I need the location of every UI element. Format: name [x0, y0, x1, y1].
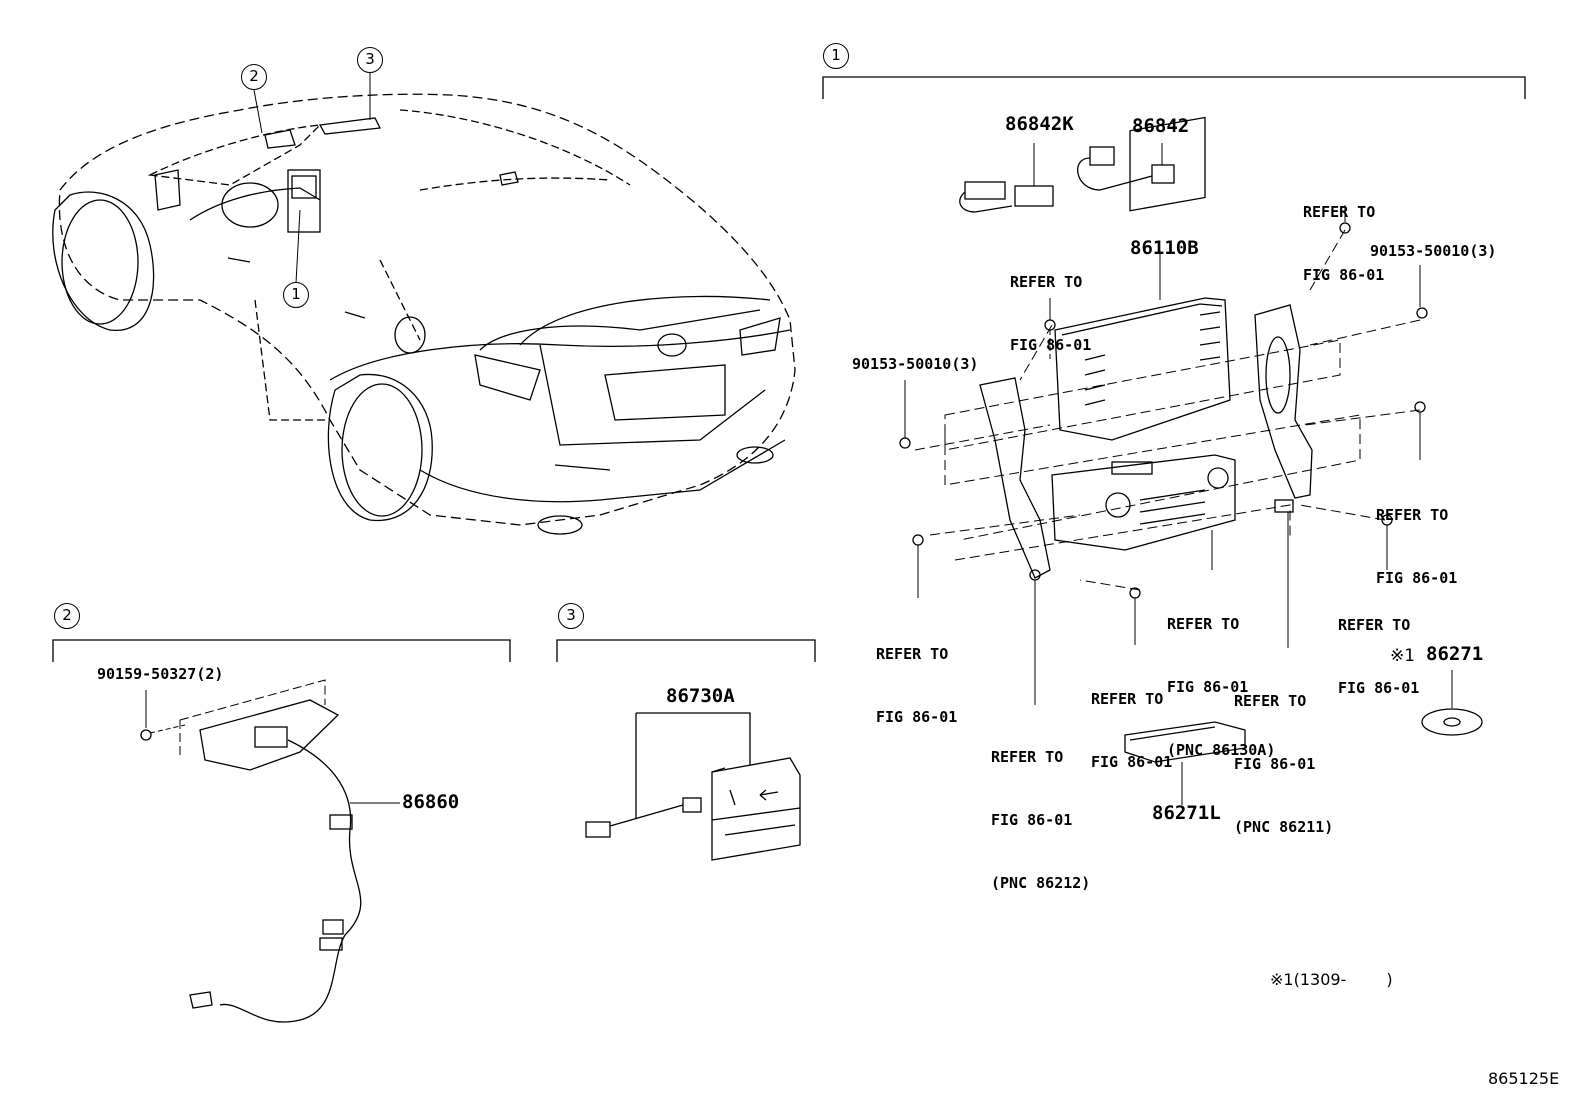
- part-label-90153-right: 90153-50010(3): [1370, 242, 1497, 260]
- footnote-text: (1309-: [1293, 970, 1347, 989]
- harness-86842k: [959, 143, 1054, 213]
- gps-antenna-86860: [140, 679, 400, 1023]
- section-3-bracket: [556, 639, 816, 662]
- refer-line: FIG 86-01: [991, 811, 1073, 829]
- refer-line: REFER TO: [1338, 616, 1411, 634]
- section-1-number: 1: [823, 43, 849, 69]
- refer-label-top-left: REFER TO FIG 86-01: [1010, 230, 1091, 377]
- refer-line: REFER TO: [1376, 506, 1449, 524]
- refer-label-right-low: REFER TO FIG 86-01: [1338, 573, 1419, 720]
- section-2-bracket: [52, 639, 511, 662]
- refer-line: REFER TO: [991, 748, 1064, 766]
- right-bracket: [1254, 304, 1313, 648]
- footnote-close: ): [1386, 970, 1393, 989]
- car-callout-2: 2: [241, 64, 267, 90]
- card-86271l: [1124, 721, 1246, 805]
- refer-label-right-mid: REFER TO FIG 86-01: [1376, 463, 1457, 610]
- refer-line: REFER TO: [1010, 273, 1083, 291]
- car-illustration: [52, 73, 796, 535]
- refer-line: REFER TO: [876, 645, 949, 663]
- part-label-86271: 86271: [1426, 643, 1484, 665]
- refer-line: (PNC 86130A): [1167, 741, 1276, 759]
- refer-label-bottom-mid: REFER TO FIG 86-01: [1091, 647, 1172, 794]
- part-label-90159: 90159-50327(2): [97, 665, 224, 683]
- part-label-86842: 86842: [1132, 115, 1190, 137]
- refer-label-pnc-86211: REFER TO FIG 86-01 (PNC 86211): [1234, 649, 1333, 859]
- part-label-90153-left: 90153-50010(3): [852, 355, 979, 373]
- bolts-section-1: [899, 205, 1428, 645]
- display-unit: [1054, 116, 1231, 441]
- refer-line: (PNC 86212): [991, 874, 1091, 892]
- part-label-86842k: 86842K: [1005, 113, 1074, 135]
- refer-label-left-low: REFER TO FIG 86-01: [876, 602, 957, 749]
- section-2-number: 2: [54, 603, 80, 629]
- car-callout-3: 3: [357, 47, 383, 73]
- section-3-number: 3: [558, 603, 584, 629]
- refer-line: FIG 86-01: [1167, 678, 1249, 696]
- refer-line: FIG 86-01: [1338, 679, 1420, 697]
- footnote: ※1(1309-): [1270, 970, 1393, 989]
- refer-line: FIG 86-01: [1010, 336, 1092, 354]
- footnote-mark: ※1: [1270, 970, 1294, 989]
- refer-line: FIG 86-01: [1303, 266, 1385, 284]
- refer-line: FIG 86-01: [1234, 755, 1316, 773]
- part-label-86271-mark: ※1: [1390, 646, 1416, 666]
- refer-line: (PNC 86211): [1234, 818, 1334, 836]
- part-label-86860: 86860: [402, 791, 460, 813]
- refer-line: FIG 86-01: [1091, 753, 1173, 771]
- part-label-86110b: 86110B: [1130, 237, 1199, 259]
- refer-line: REFER TO: [1167, 615, 1240, 633]
- refer-line: FIG 86-01: [876, 708, 958, 726]
- assembly-guides: [914, 229, 1421, 591]
- refer-line: REFER TO: [1091, 690, 1164, 708]
- part-label-86271l: 86271L: [1152, 802, 1221, 824]
- refer-line: REFER TO: [1234, 692, 1307, 710]
- diagram-id: 865125E: [1488, 1069, 1560, 1088]
- car-callout-1: 1: [283, 282, 309, 308]
- refer-label-top-right: REFER TO FIG 86-01: [1303, 160, 1384, 307]
- refer-line: FIG 86-01: [1376, 569, 1458, 587]
- harness-86842: [1077, 143, 1175, 191]
- refer-label-pnc-86130a: REFER TO FIG 86-01 (PNC 86130A): [1167, 572, 1275, 782]
- refer-label-pnc-86212: REFER TO FIG 86-01 (PNC 86212): [991, 705, 1090, 915]
- part-label-86730a: 86730A: [666, 685, 735, 707]
- disc-86271: [1421, 670, 1483, 736]
- usb-adapter-86730A: [585, 712, 801, 861]
- refer-line: REFER TO: [1303, 203, 1376, 221]
- section-1-bracket: [822, 76, 1526, 99]
- control-unit: [1051, 454, 1236, 570]
